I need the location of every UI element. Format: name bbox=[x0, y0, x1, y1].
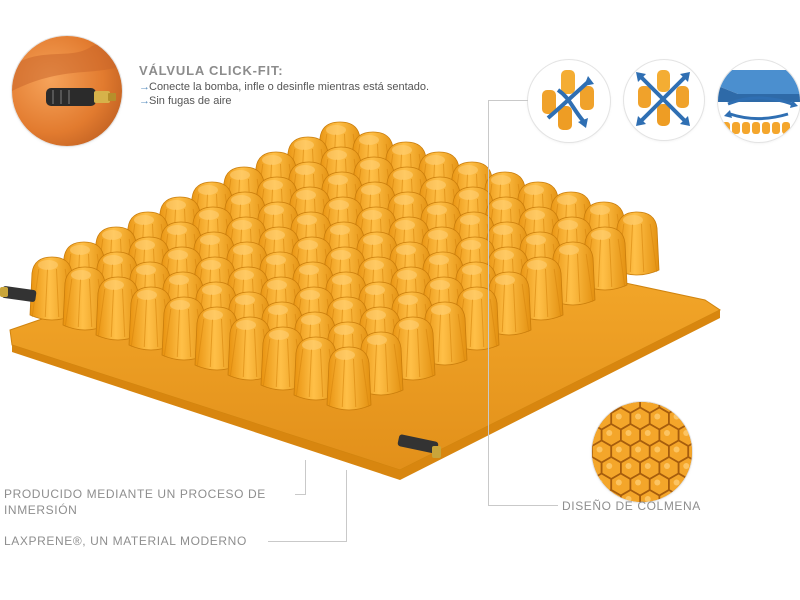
cushion-cell bbox=[194, 306, 240, 371]
honeycomb-highlight bbox=[615, 446, 622, 453]
valve-bullets: →Conecte la bomba, infle o desinfle mien… bbox=[139, 80, 439, 108]
connector-line bbox=[295, 494, 306, 495]
connector-line bbox=[305, 460, 306, 495]
honeycomb-highlight bbox=[645, 402, 650, 403]
cells-rotate-icon bbox=[624, 60, 704, 140]
honeycomb-highlight bbox=[644, 463, 651, 469]
cushion-cell bbox=[326, 346, 372, 411]
honeycomb-highlight bbox=[654, 479, 661, 486]
honeycomb-texture bbox=[592, 402, 692, 502]
honeycomb-cell bbox=[687, 442, 692, 461]
immersion-label: PRODUCIDO MEDIANTE UN PROCESO DE INMERSI… bbox=[4, 487, 266, 517]
honeycomb-highlight bbox=[683, 463, 690, 469]
valve-photo bbox=[12, 36, 122, 146]
honeycomb-highlight bbox=[654, 413, 661, 420]
material-label: LAXPRENE®, UN MATERIAL MODERNO bbox=[4, 534, 247, 548]
valve-right-icon bbox=[397, 434, 441, 458]
honeycomb-highlight bbox=[606, 430, 613, 436]
cushion-cell bbox=[227, 316, 273, 381]
connector-line bbox=[488, 100, 528, 101]
connector-line bbox=[268, 541, 347, 542]
honeycomb-highlight bbox=[615, 413, 622, 420]
honeycomb-highlight bbox=[625, 430, 632, 436]
honeycomb-highlight bbox=[635, 479, 642, 486]
arrow-right-icon: → bbox=[139, 95, 150, 107]
honeycomb-label: DISEÑO DE COLMENA bbox=[562, 499, 701, 513]
honeycomb-highlight bbox=[635, 446, 642, 453]
cushion-cell bbox=[161, 296, 207, 361]
airflow-icon bbox=[718, 60, 800, 142]
honeycomb-highlight bbox=[644, 430, 651, 436]
honeycomb-highlight bbox=[683, 430, 690, 436]
honeycomb-highlight bbox=[606, 463, 613, 469]
cushion-cell bbox=[293, 336, 339, 401]
valve-left-icon bbox=[0, 286, 37, 302]
cushion-cell bbox=[62, 266, 108, 331]
honeycomb-highlight bbox=[673, 446, 680, 453]
cells-flex-icon bbox=[528, 60, 610, 142]
honeycomb-highlight bbox=[664, 463, 670, 469]
cushion-base-edge bbox=[12, 310, 720, 480]
valve-bullet-1: →Conecte la bomba, infle o desinfle mien… bbox=[139, 81, 430, 93]
honeycomb-highlight bbox=[596, 446, 603, 453]
connector-line bbox=[488, 505, 558, 506]
honeycomb-highlight bbox=[654, 446, 661, 453]
honeycomb-highlight bbox=[664, 430, 670, 436]
cushion-cell bbox=[95, 276, 141, 341]
honeycomb-highlight bbox=[615, 479, 622, 486]
connector-line bbox=[488, 100, 489, 505]
honeycomb-highlight bbox=[625, 463, 632, 469]
honeycomb-highlight bbox=[673, 479, 680, 486]
honeycomb-highlight bbox=[635, 413, 642, 420]
valve-bullet-2: →Sin fugas de aire bbox=[139, 95, 232, 107]
connector-line bbox=[346, 470, 347, 542]
arrow-right-icon: → bbox=[139, 81, 150, 93]
honeycomb-highlight bbox=[644, 496, 651, 502]
valve-title: VÁLVULA CLICK-FIT: bbox=[139, 63, 284, 78]
